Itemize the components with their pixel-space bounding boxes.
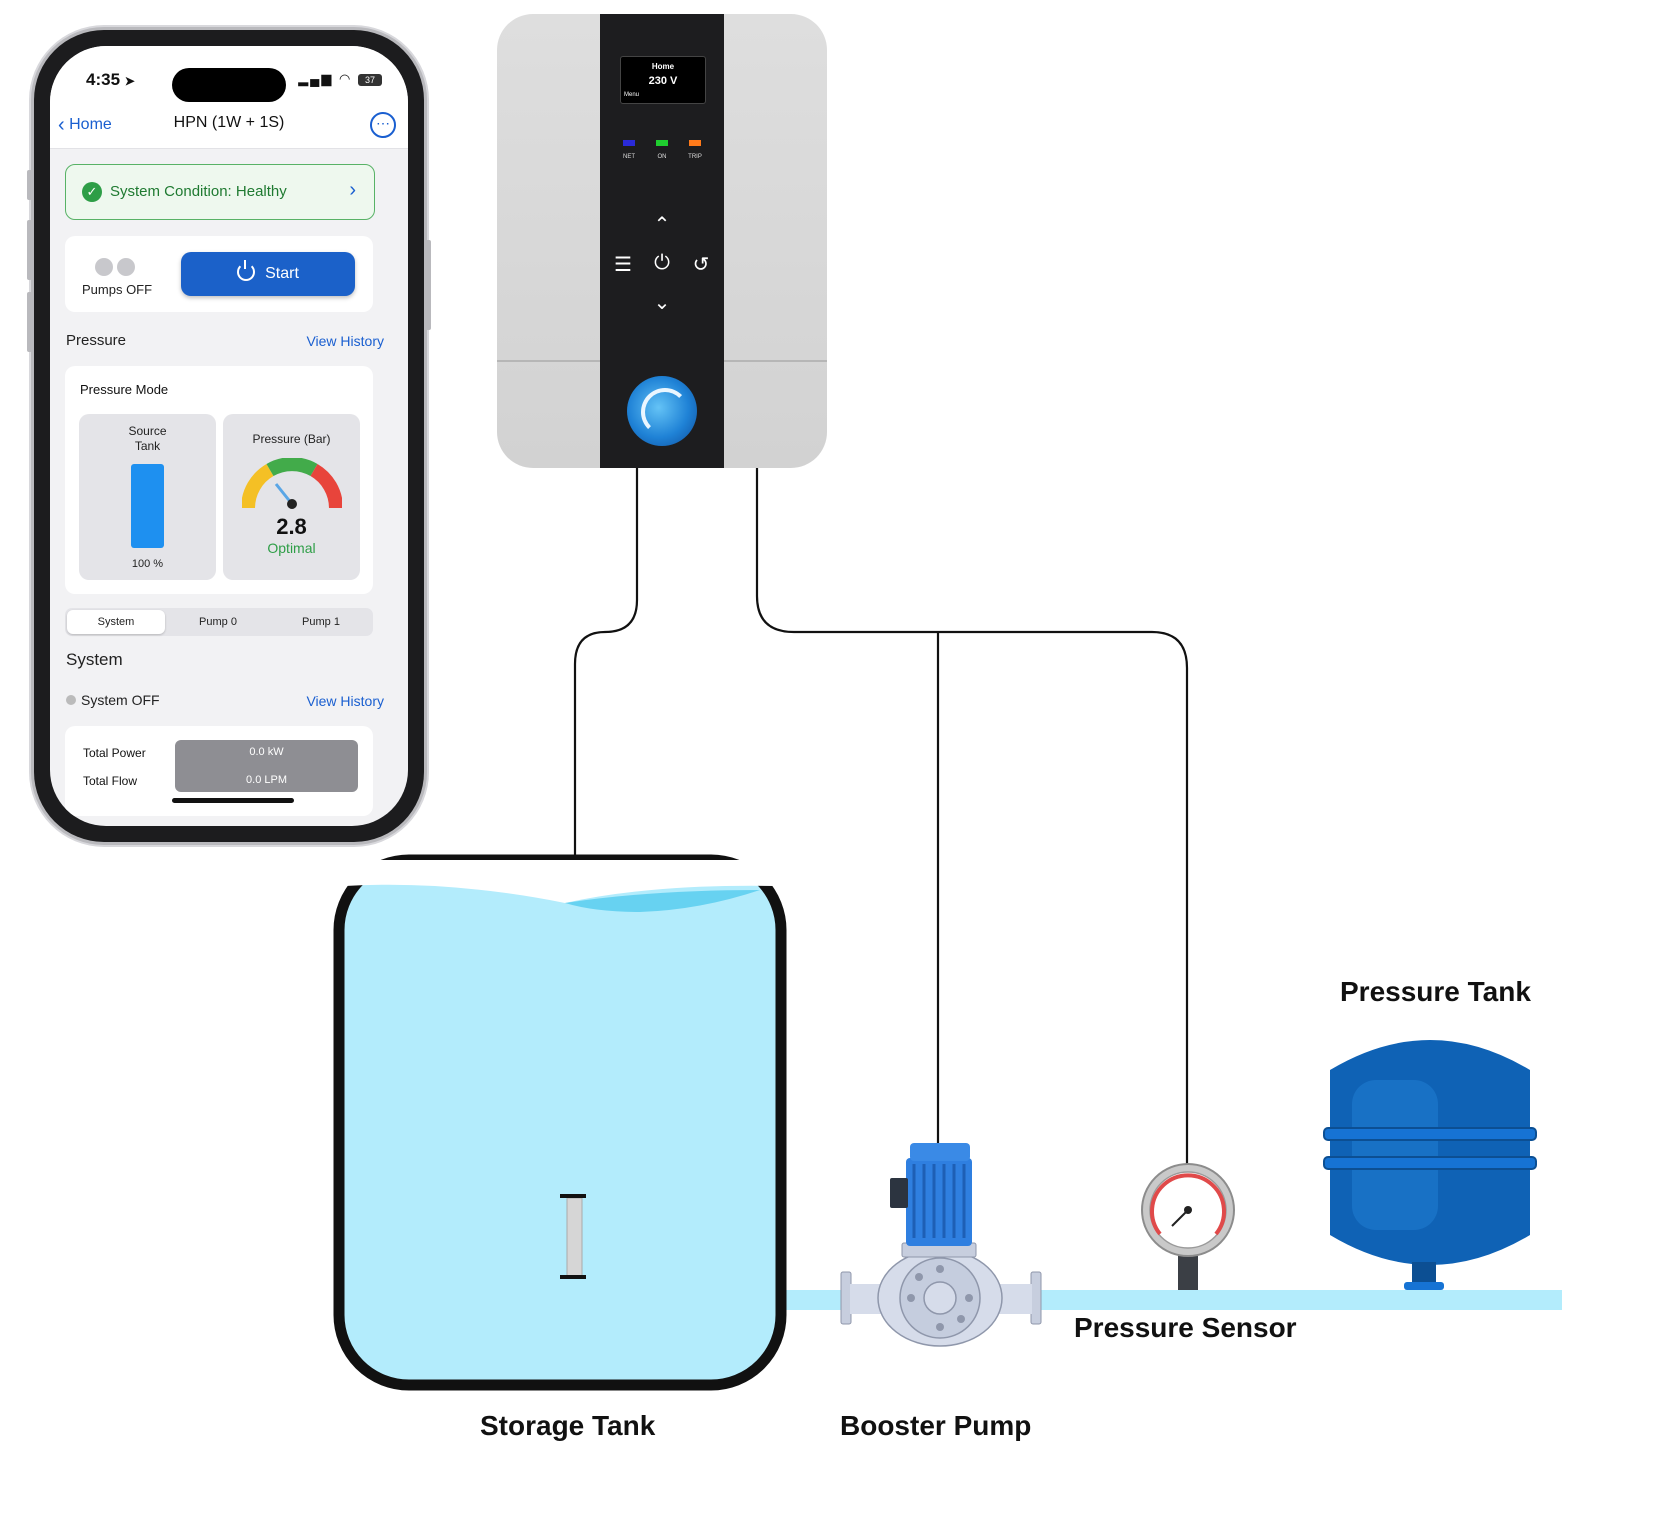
- led-trip-label: TRIP: [688, 154, 702, 160]
- app-screen: 4:35 ➤ ▂▄▆ ◠ 37 ‹ Home HPN (1W + 1S) ⋯ ✓…: [50, 46, 408, 826]
- pressure-tank-label: Pressure Tank: [1340, 976, 1531, 1007]
- level-probe: [560, 1194, 586, 1279]
- pumps-card: Pumps OFF Start: [65, 236, 373, 312]
- chevron-left-icon: ‹: [58, 114, 65, 136]
- location-icon: ➤: [124, 74, 135, 88]
- power-icon[interactable]: ⏻: [654, 252, 670, 274]
- total-power-label: Total Power: [83, 746, 146, 760]
- power-icon: [237, 260, 256, 281]
- more-options-icon[interactable]: ⋯: [370, 112, 396, 138]
- system-icons: ▂▄▆ ◠ 37: [298, 71, 382, 87]
- tab-system[interactable]: System: [67, 610, 165, 634]
- logo-swirl-icon: [641, 388, 689, 436]
- pump-status-dots: [95, 258, 139, 281]
- pressure-gauge-icon: [242, 458, 342, 509]
- source-tank-level-label: 100 %: [131, 558, 164, 570]
- nav-bar: ‹ Home HPN (1W + 1S) ⋯: [50, 102, 408, 149]
- phone: 4:35 ➤ ▂▄▆ ◠ 37 ‹ Home HPN (1W + 1S) ⋯ ✓…: [27, 30, 431, 842]
- controller-panel: Home 230 V Menu NET ON TRIP ⌃ ☰ ⏻ ↺ ⌄: [600, 14, 724, 468]
- power-button: [426, 240, 431, 330]
- led-on: [656, 140, 668, 146]
- pressure-gauge-label: Pressure (Bar): [252, 432, 331, 446]
- control-wires: [573, 468, 1189, 1195]
- system-section-title: System: [66, 650, 123, 669]
- volume-down-button: [27, 292, 32, 352]
- battery-icon: 37: [358, 73, 382, 86]
- pressure-mode-title: Pressure Mode: [80, 382, 169, 397]
- page-title: HPN (1W + 1S): [173, 114, 285, 131]
- system-status: System OFF: [66, 692, 160, 708]
- signal-icon: ▂▄▆: [298, 71, 334, 86]
- pump-0-status-icon: [95, 258, 113, 276]
- system-condition-label: System Condition: Healthy: [110, 183, 287, 200]
- chevron-up-icon[interactable]: ⌃: [653, 214, 671, 236]
- reset-icon[interactable]: ↺: [692, 254, 710, 276]
- system-status-label: System OFF: [81, 692, 160, 708]
- system-status-dot: [66, 695, 76, 705]
- pressure-status: Optimal: [267, 540, 316, 556]
- led-net: [623, 140, 635, 146]
- pressure-tank: [1323, 1040, 1537, 1290]
- pressure-value: 2.8: [276, 514, 307, 539]
- pressure-section-title: Pressure: [66, 332, 127, 349]
- storage-tank: [333, 854, 787, 1391]
- total-flow-label: Total Flow: [83, 774, 138, 788]
- brand-logo: [627, 376, 697, 446]
- pump-1-status-icon: [117, 258, 135, 276]
- system-history-link[interactable]: View History: [306, 693, 384, 709]
- led-on-label: ON: [657, 154, 667, 160]
- metrics-value-box: 0.0 kW 0.0 LPM: [175, 740, 358, 792]
- led-net-label: NET: [623, 154, 635, 160]
- source-tank-label: Source Tank: [128, 424, 167, 453]
- back-button[interactable]: ‹ Home: [58, 114, 112, 137]
- total-flow-value: 0.0 LPM: [246, 774, 287, 786]
- tab-pump-1[interactable]: Pump 1: [302, 616, 340, 628]
- display-voltage: 230 V: [648, 75, 678, 87]
- total-power-value: 0.0 kW: [249, 746, 284, 758]
- source-tank-card: Source Tank 100 %: [79, 414, 216, 580]
- menu-icon[interactable]: ☰: [614, 254, 632, 276]
- display-menu: Menu: [624, 92, 640, 98]
- booster-pump-label: Booster Pump: [840, 1410, 1032, 1441]
- start-button[interactable]: Start: [181, 252, 355, 296]
- tab-pump-0[interactable]: Pump 0: [199, 616, 237, 628]
- check-circle-icon: ✓: [82, 182, 102, 202]
- chevron-right-icon: ›: [349, 179, 356, 201]
- pressure-history-link[interactable]: View History: [306, 333, 384, 349]
- home-indicator[interactable]: [172, 798, 294, 803]
- controller-display: Home 230 V Menu: [620, 56, 706, 104]
- pressure-card: Pressure Mode Source Tank 100 % Pressure…: [65, 366, 373, 594]
- back-label: Home: [69, 116, 112, 133]
- volume-up-button: [27, 220, 32, 280]
- status-bar: 4:35 ➤ ▂▄▆ ◠ 37: [50, 46, 408, 102]
- start-label: Start: [265, 265, 299, 282]
- pressure-sensor-label: Pressure Sensor: [1074, 1312, 1297, 1343]
- source-tank-level-bar: [131, 464, 164, 548]
- system-condition-banner[interactable]: ✓ System Condition: Healthy ›: [65, 164, 375, 220]
- storage-tank-label: Storage Tank: [480, 1410, 656, 1441]
- display-title: Home: [651, 62, 675, 71]
- side-button: [27, 170, 32, 200]
- dynamic-island: [172, 68, 286, 102]
- pumps-status-label: Pumps OFF: [82, 282, 153, 297]
- tab-bar: System Pump 0 Pump 1: [65, 608, 373, 636]
- pump-controller: Home 230 V Menu NET ON TRIP ⌃ ☰ ⏻ ↺ ⌄: [497, 14, 827, 468]
- status-time: 4:35 ➤: [86, 70, 135, 89]
- wifi-icon: ◠: [339, 71, 353, 86]
- led-trip: [689, 140, 701, 146]
- booster-pump: [840, 1143, 1042, 1347]
- pressure-gauge-card: Pressure (Bar) 2.8 Optimal: [223, 414, 360, 580]
- chevron-down-icon[interactable]: ⌄: [653, 292, 671, 314]
- pressure-sensor: [1141, 1163, 1235, 1290]
